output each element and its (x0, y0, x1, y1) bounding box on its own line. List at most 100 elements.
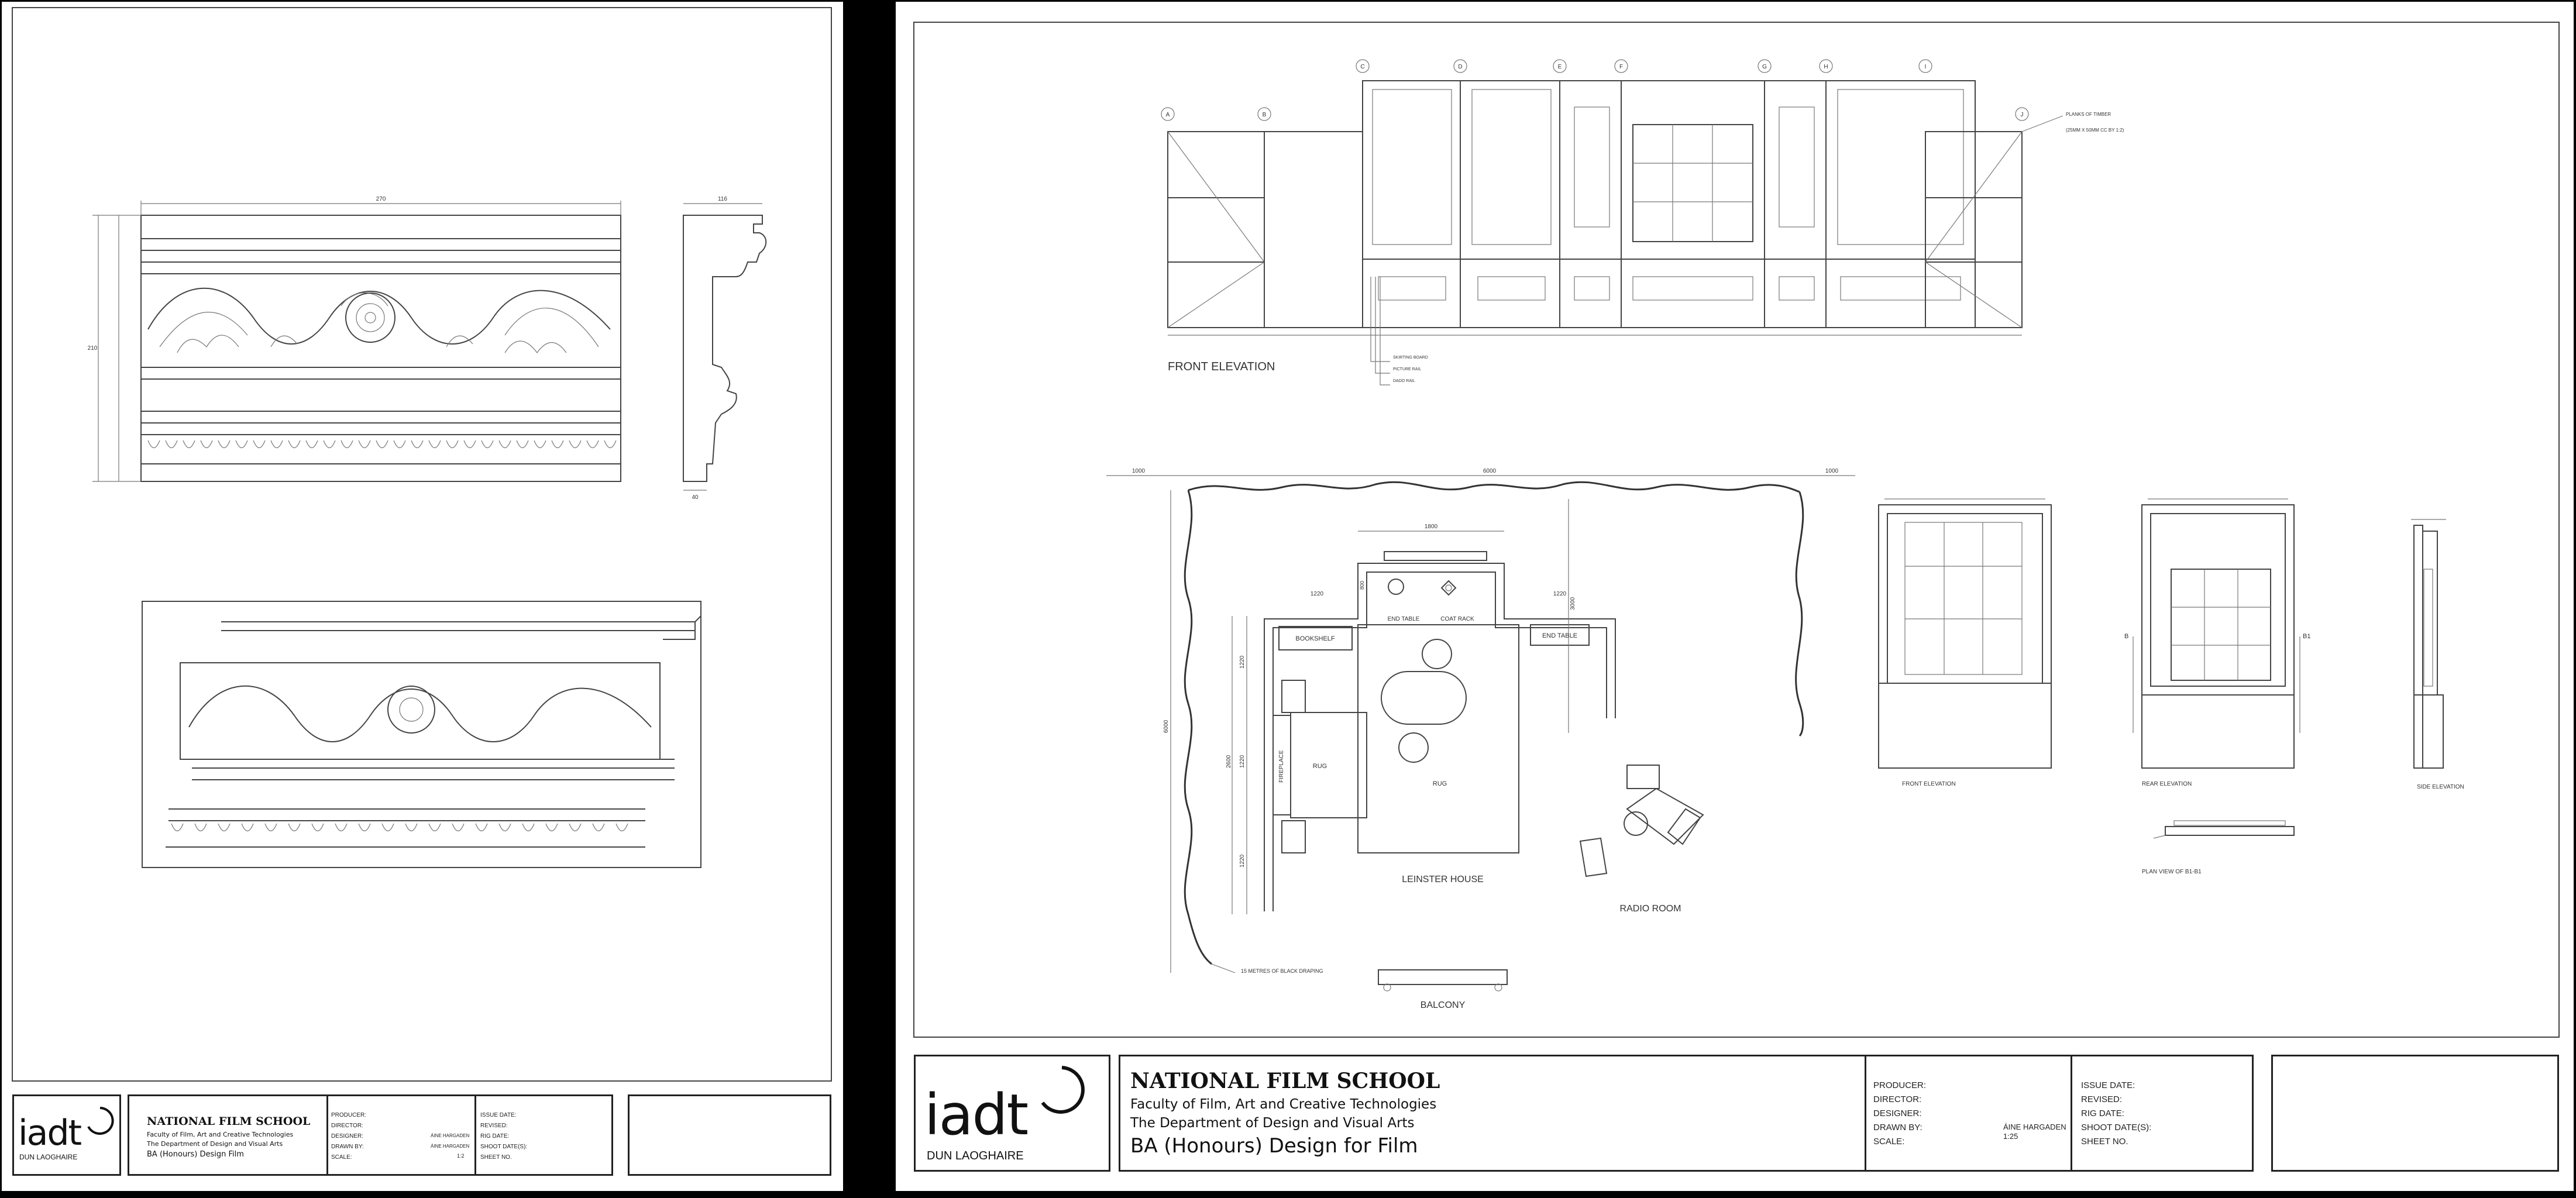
left-department: The Department of Design and Visual Arts (147, 1140, 283, 1148)
right-blank-box (2271, 1055, 2559, 1172)
grid-bubble-d: D (1458, 64, 1462, 70)
left-sheet: 270 116 40 210 iadt DUN LAOGHAIRE NATION… (2, 2, 843, 1191)
section-b-label: B (2124, 633, 2128, 640)
left-drawing-canvas: 270 116 40 210 (12, 7, 832, 1082)
radio-room-label: RADIO ROOM (1620, 904, 1681, 914)
left-faculty: Faculty of Film, Art and Creative Techno… (147, 1131, 294, 1138)
dim-side-right: 1220 (1553, 591, 1567, 597)
right-field-scale: SCALE: (1873, 1137, 1905, 1147)
window-plan-view (2153, 820, 2295, 839)
right-info-box (1119, 1055, 2254, 1172)
dim-profile-top: 116 (718, 196, 727, 202)
dim-side-left: 1220 (1311, 591, 1324, 597)
dim-seg2: 1220 (1239, 755, 1246, 768)
dim-plan-left: 1000 (1132, 468, 1146, 474)
dim-seg3: 1220 (1239, 854, 1246, 867)
left-field-scale: SCALE: (331, 1154, 352, 1161)
rug-2-label: RUG (1433, 780, 1447, 787)
grid-bubble-f: F (1619, 64, 1623, 70)
window-side-elevation (2411, 519, 2446, 769)
left-field-producer: PRODUCER: (331, 1112, 367, 1118)
left-tb-divider-2 (474, 1094, 476, 1176)
right-logo-wordmark: iadt (924, 1082, 1029, 1148)
window-side-label: SIDE ELEVATION (2417, 784, 2464, 790)
left-logo-sub: DUN LAOGHAIRE (19, 1153, 78, 1161)
right-logo-box (914, 1055, 1110, 1172)
planks-note: PLANKS OF TIMBER (2066, 112, 2111, 117)
right-field-issue: ISSUE DATE: (2081, 1080, 2135, 1090)
right-field-sheet: SHEET NO. (2081, 1137, 2128, 1147)
bookshelf-label: BOOKSHELF (1295, 635, 1335, 642)
front-elevation-label: FRONT ELEVATION (1168, 360, 1275, 373)
left-blank-box (628, 1094, 831, 1176)
right-sheet: A B C D E F G H I J FRONT ELEVATION SKIR… (896, 2, 2574, 1191)
left-field-director: DIRECTOR: (331, 1123, 363, 1129)
window-front-elevation (1878, 498, 2052, 769)
grid-bubble-c: C (1360, 64, 1364, 70)
left-field-revised: REVISED: (480, 1123, 508, 1129)
dim-plan-middle: 6000 (1483, 468, 1497, 474)
right-field-producer: PRODUCER: (1873, 1080, 1927, 1090)
left-field-rig: RIG DATE: (480, 1133, 510, 1140)
dim-seg1: 1220 (1239, 655, 1246, 669)
left-school-name: NATIONAL FILM SCHOOL (147, 1115, 311, 1128)
plan-view-label: PLAN VIEW OF B1-B1 (2142, 869, 2202, 875)
left-drawn-value: ÁINE HARGADEN (431, 1144, 470, 1149)
left-tb-divider-1 (326, 1094, 328, 1176)
left-title-block: iadt DUN LAOGHAIRE NATIONAL FILM SCHOOL … (12, 1094, 831, 1176)
dim-profile-bottom: 40 (692, 494, 699, 501)
right-field-rig: RIG DATE: (2081, 1109, 2124, 1118)
right-tb-divider-2 (2071, 1055, 2072, 1172)
left-info-box (128, 1094, 613, 1176)
left-logo-swoosh-icon (87, 1107, 114, 1135)
window-rear-elevation (2133, 498, 2300, 769)
left-logo-wordmark: iadt (18, 1113, 82, 1154)
left-course: BA (Honours) Design Film (147, 1150, 244, 1159)
picture-rail-label: PICTURE RAIL (1393, 367, 1421, 371)
wall-front-elevation (1161, 59, 2063, 385)
dim-small: 800 (1359, 581, 1365, 590)
dim-plan-right: 1000 (1825, 468, 1839, 474)
dim-top-width: 270 (376, 196, 386, 202)
grid-bubble-b: B (1263, 112, 1267, 118)
right-scale-value: 1:25 (2003, 1132, 2018, 1141)
end-table-2-label: END TABLE (1542, 632, 1577, 639)
right-school-name: NATIONAL FILM SCHOOL (1130, 1069, 1440, 1093)
dim-alcove: 1800 (1425, 524, 1438, 530)
grid-bubble-g: G (1762, 64, 1767, 70)
coat-rack-label: COAT RACK (1440, 616, 1474, 622)
right-drawn-value: ÁINE HARGADEN (2003, 1123, 2066, 1131)
cornice-front-elevation (92, 201, 621, 482)
window-front-label: FRONT ELEVATION (1902, 781, 1956, 787)
right-field-revised: REVISED: (2081, 1094, 2123, 1104)
grid-bubble-e: E (1558, 64, 1562, 70)
dim-overall-height: 210 (88, 345, 98, 352)
dim-height: 6000 (1163, 720, 1170, 733)
fireplace-label: FIREPLACE (1278, 750, 1285, 783)
grid-bubble-j: J (2021, 112, 2024, 118)
dado-rail-label: DADO RAIL (1393, 379, 1415, 383)
left-field-drawn: DRAWN BY: (331, 1144, 364, 1150)
end-table-1-label: END TABLE (1388, 616, 1420, 622)
leinster-house-label: LEINSTER HOUSE (1402, 875, 1484, 884)
right-field-shoot: SHOOT DATE(S): (2081, 1123, 2152, 1132)
left-field-sheet: SHEET NO. (480, 1154, 512, 1161)
right-field-director: DIRECTOR: (1873, 1094, 1922, 1104)
planks-note-2: (25MM X 50MM CC BY 1:2) (2066, 128, 2124, 133)
dim-depth: 3000 (1570, 597, 1576, 610)
cornice-perspective-view (142, 601, 701, 868)
right-drawing-canvas: A B C D E F G H I J FRONT ELEVATION SKIR… (913, 22, 2560, 1038)
grid-bubble-h: H (1824, 64, 1828, 70)
right-title-block: iadt DUN LAOGHAIRE NATIONAL FILM SCHOOL … (914, 1055, 2559, 1172)
right-faculty: Faculty of Film, Art and Creative Techno… (1130, 1097, 1437, 1112)
right-course: BA (Honours) Design for Film (1130, 1134, 1418, 1158)
black-drape-label: 15 METRES OF BLACK DRAPING (1241, 968, 1323, 974)
left-field-shoot: SHOOT DATE(S): (480, 1144, 528, 1150)
right-department: The Department of Design and Visual Arts (1130, 1116, 1415, 1131)
floor-plan (1106, 475, 1855, 992)
window-rear-label: REAR ELEVATION (2142, 781, 2192, 787)
right-logo-sub: DUN LAOGHAIRE (927, 1149, 1024, 1162)
right-logo-swoosh-icon (1041, 1066, 1085, 1114)
right-sheet-border (913, 22, 2560, 1038)
left-field-designer: DESIGNER: (331, 1133, 364, 1140)
